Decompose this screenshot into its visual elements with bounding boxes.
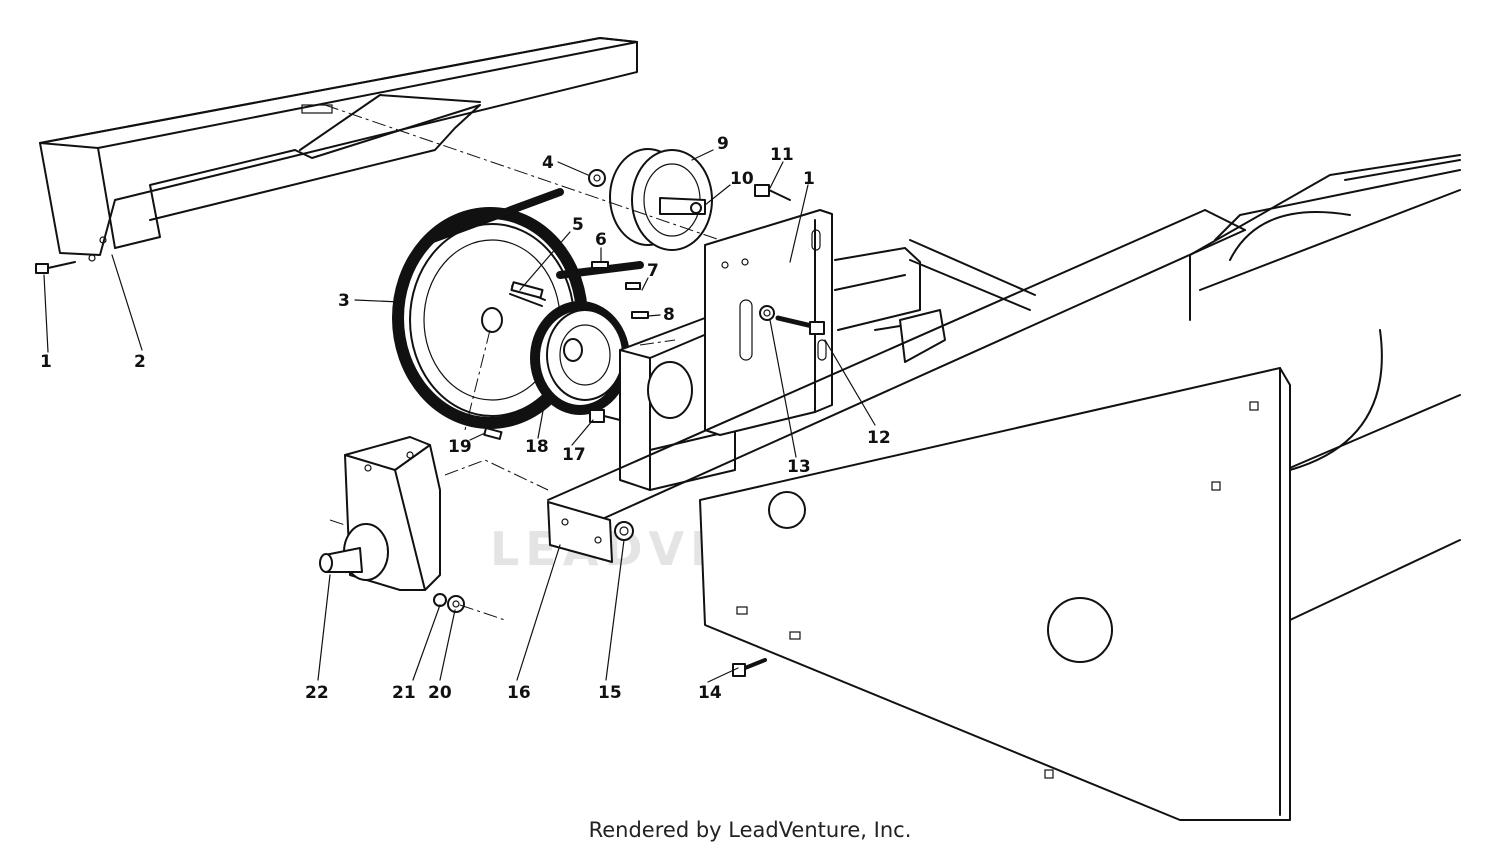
- callout-18: 18: [525, 437, 549, 457]
- hex-screw-11: [754, 184, 791, 201]
- key-5: [510, 281, 544, 299]
- callout-12: 12: [867, 428, 891, 448]
- nut-20: [447, 595, 465, 613]
- idler-mount-plate: [704, 209, 833, 436]
- callout-10: 10: [730, 169, 754, 189]
- small-pulley: [530, 301, 630, 415]
- callout-15: 15: [598, 683, 622, 703]
- assembly-center-lines: [324, 104, 721, 621]
- washer-21: [433, 593, 447, 607]
- callout-9: 9: [717, 134, 729, 154]
- callout-21: 21: [392, 683, 416, 703]
- callout-16: 16: [507, 683, 531, 703]
- end-plate: [547, 501, 613, 563]
- bolt-12: [775, 315, 825, 335]
- hex-screw-1: [35, 261, 76, 274]
- callout-14: 14: [698, 683, 722, 703]
- v-belt: [426, 188, 644, 279]
- callout-11: 11: [770, 145, 794, 165]
- callout-6: 6: [595, 230, 607, 250]
- pin-6: [591, 261, 609, 269]
- callout-3: 3: [338, 291, 350, 311]
- callout-1b: 1: [803, 169, 815, 189]
- bearing-housing: [319, 436, 441, 591]
- callout-4: 4: [542, 153, 554, 173]
- pin-8: [631, 311, 649, 319]
- pin-19: [483, 427, 503, 440]
- callout-13: 13: [787, 457, 811, 477]
- leader-lines: [43, 149, 876, 683]
- washer-13: [759, 305, 775, 321]
- lock-nut: [614, 521, 634, 541]
- idler-pulley: [609, 148, 713, 251]
- callout-2: 2: [134, 352, 146, 372]
- side-panel: [699, 367, 1291, 821]
- frame-assembly: [547, 154, 1461, 621]
- credit-text: Rendered by LeadVenture, Inc.: [588, 818, 912, 842]
- callout-1a: 1: [40, 352, 52, 372]
- callout-labels: 1 2 3 4 5 6 7 8 9 10 11 1 12 13 14 15 16…: [40, 134, 891, 703]
- callout-20: 20: [428, 683, 452, 703]
- callout-19: 19: [448, 437, 472, 457]
- pin-7: [625, 282, 641, 290]
- callout-17: 17: [562, 445, 586, 465]
- callout-5: 5: [572, 215, 584, 235]
- callout-8: 8: [663, 305, 675, 325]
- belt-guard: [39, 37, 638, 262]
- callout-7: 7: [647, 261, 659, 281]
- screw-14: [732, 658, 767, 677]
- hex-nut-4: [588, 169, 606, 187]
- callout-22: 22: [305, 683, 329, 703]
